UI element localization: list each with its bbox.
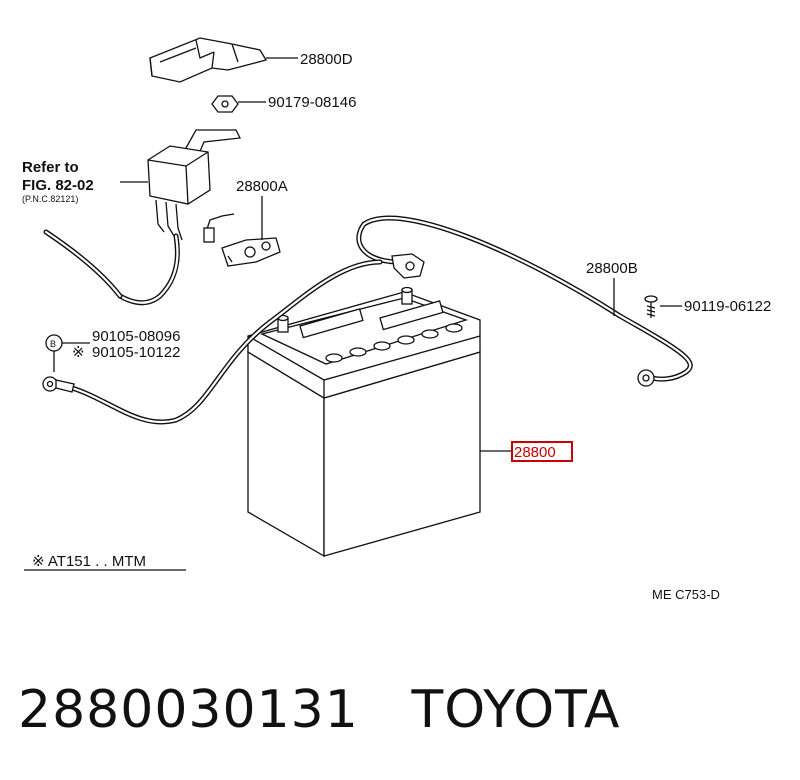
terminal-cover-part bbox=[149, 37, 268, 83]
positive-terminal bbox=[277, 314, 289, 333]
harness bbox=[117, 233, 180, 306]
svg-text:B: B bbox=[50, 339, 56, 349]
diagram-code: ME C753-D bbox=[652, 587, 720, 602]
clamp-part bbox=[221, 237, 281, 267]
brand-name: TOYOTA bbox=[411, 680, 621, 740]
fusible-link-box-part bbox=[147, 129, 241, 241]
ring-terminal-positive bbox=[42, 376, 75, 393]
nut-part bbox=[211, 95, 239, 113]
cell-caps bbox=[325, 323, 463, 363]
screw-part bbox=[644, 295, 658, 318]
footer-caption: 2880030131 TOYOTA bbox=[18, 680, 620, 740]
label-28800b: 28800B bbox=[586, 260, 638, 277]
refer-fig-text: FIG. 82-02 bbox=[22, 177, 94, 194]
model-note: ※ AT151 . . MTM bbox=[32, 553, 146, 570]
label-28800: 28800 bbox=[514, 444, 556, 461]
label-90179-08146: 90179-08146 bbox=[268, 94, 356, 111]
label-28800a: 28800A bbox=[236, 178, 288, 195]
refer-to-text: Refer to bbox=[22, 159, 79, 176]
negative-clamp bbox=[391, 253, 425, 279]
label-90119-06122: 90119-06122 bbox=[684, 298, 771, 315]
refer-pnc-text: (P.N.C.82121) bbox=[22, 194, 78, 204]
battery-part bbox=[247, 286, 481, 558]
bolt-marker: B bbox=[45, 334, 63, 352]
part-number: 2880030131 bbox=[18, 680, 359, 740]
highlight-box bbox=[511, 441, 573, 462]
label-28800d: 28800D bbox=[300, 51, 353, 68]
harness-left bbox=[43, 229, 123, 299]
ring-terminal-b bbox=[637, 369, 655, 387]
label-90105-08096: 90105-08096 bbox=[92, 328, 180, 345]
asterisk-mark: ※ bbox=[72, 344, 85, 361]
label-90105-10122: 90105-10122 bbox=[92, 344, 180, 361]
negative-terminal bbox=[401, 286, 413, 305]
